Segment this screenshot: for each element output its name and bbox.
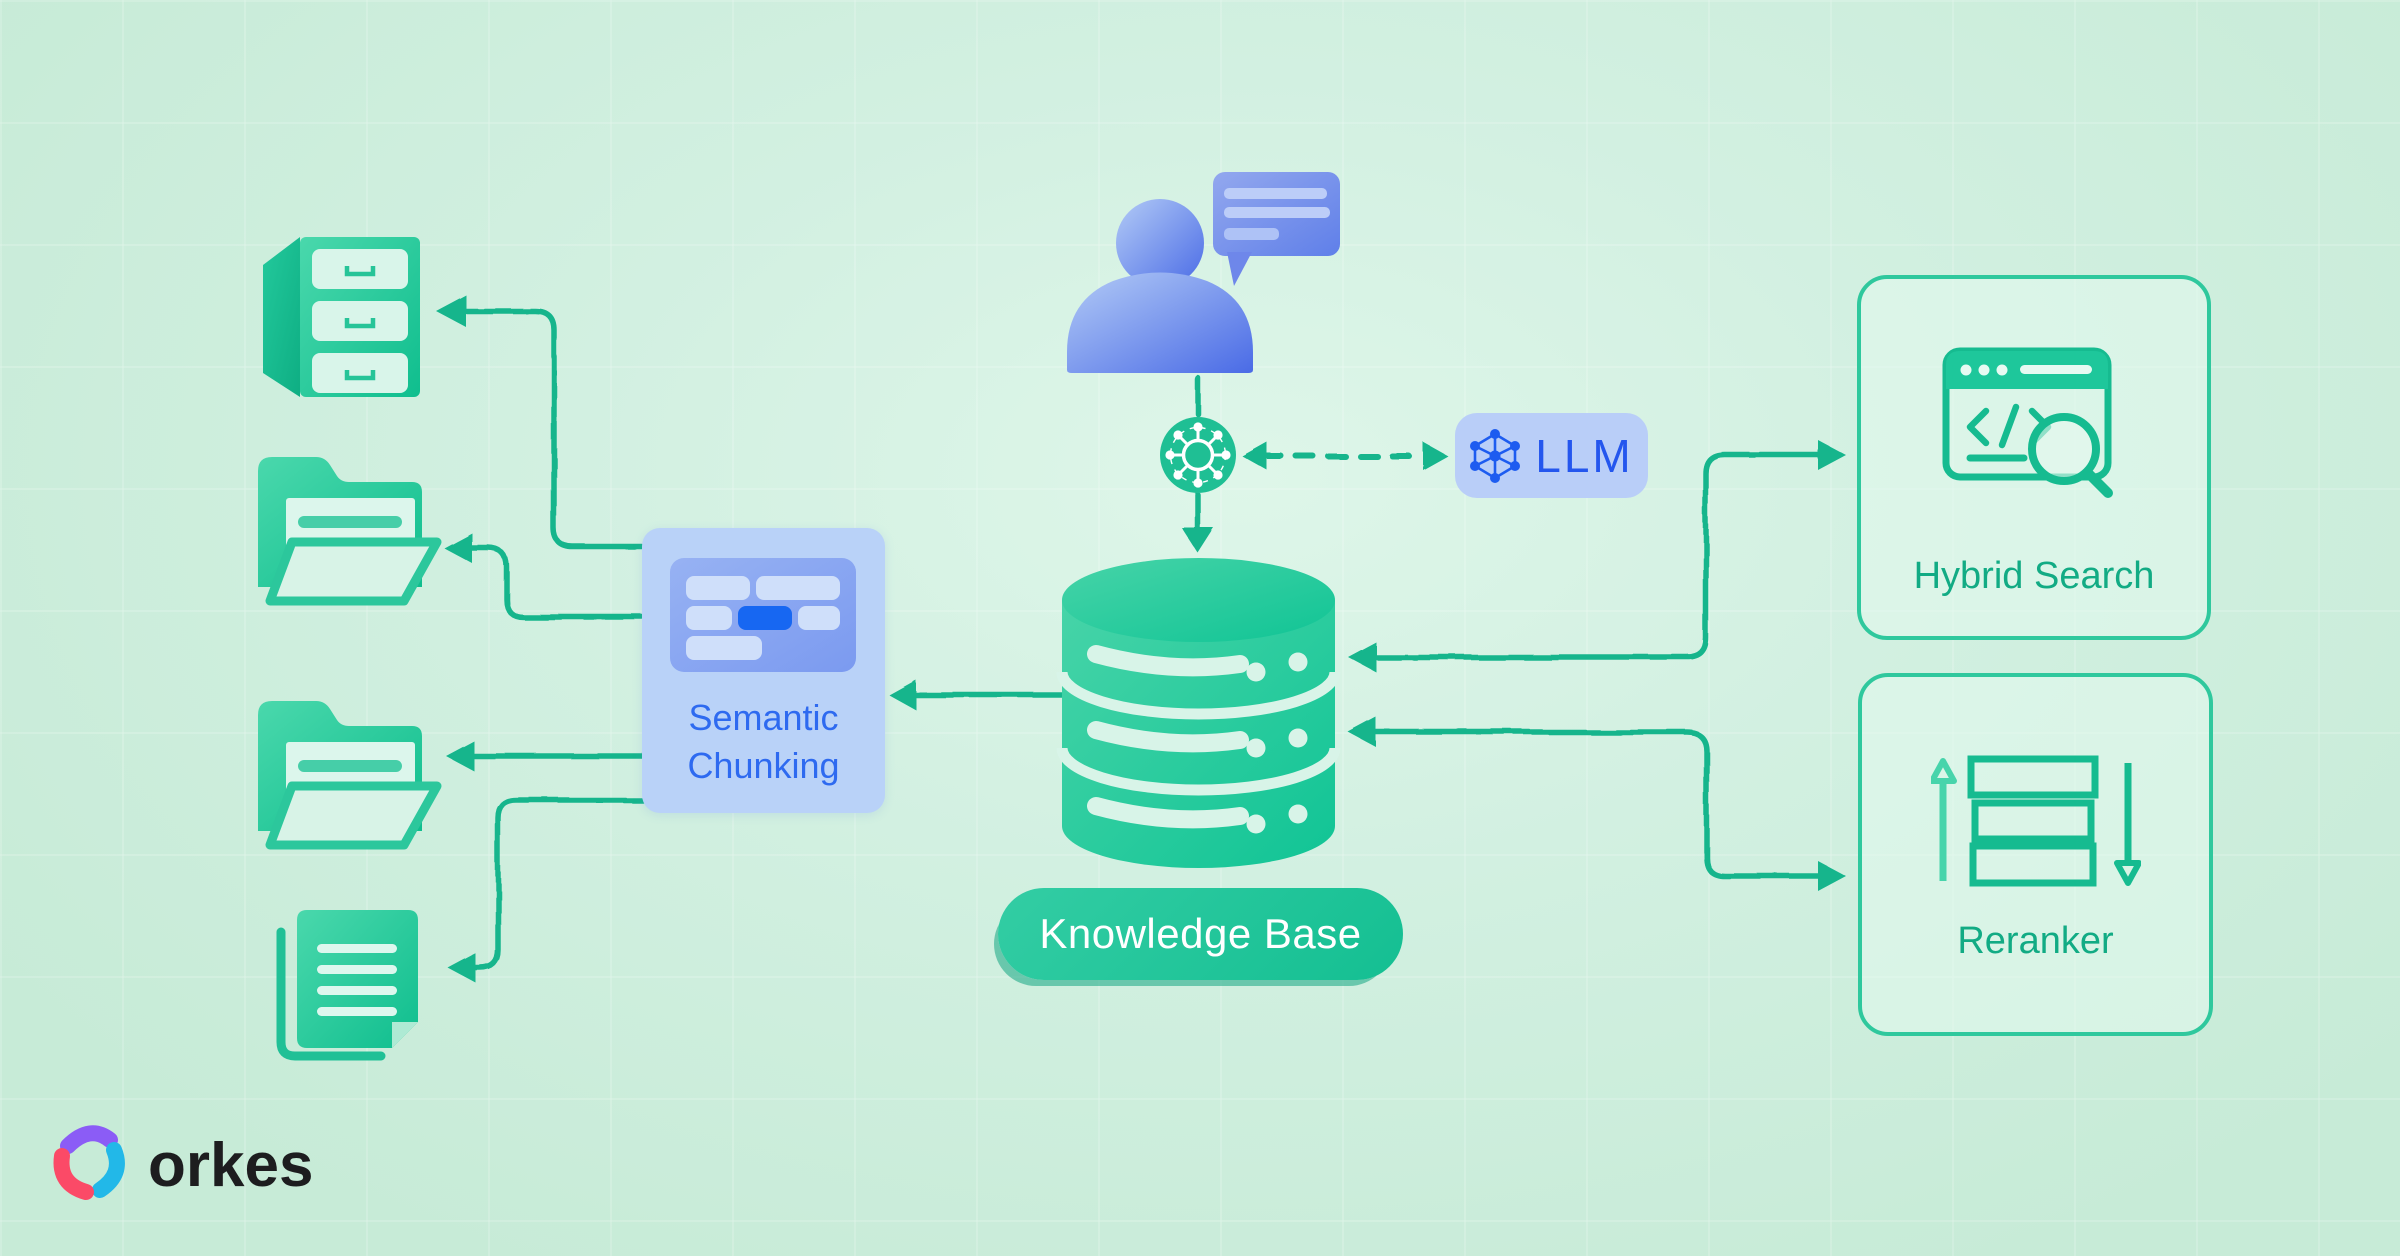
arrowhead xyxy=(444,533,472,563)
connector-arrows xyxy=(436,295,1846,983)
knowledge-base-label: Knowledge Base xyxy=(1039,910,1362,957)
brand-footer: orkes xyxy=(48,1120,313,1204)
arrowhead xyxy=(1182,528,1214,553)
arrowhead xyxy=(1423,442,1448,470)
open-folder-icon xyxy=(258,457,442,606)
document-stack-icon xyxy=(276,910,418,1061)
reranker-node: Reranker xyxy=(1858,673,2213,1036)
semantic-chunking-node: Semantic Chunking xyxy=(642,528,885,813)
reranker-label: Reranker xyxy=(1957,920,2114,962)
user-avatar-icon xyxy=(1067,199,1253,373)
file-cabinet-icon xyxy=(263,237,420,397)
arrow-chunking-to-cabinet xyxy=(463,308,645,550)
arrowhead xyxy=(446,741,474,771)
semantic-chunking-label: Semantic Chunking xyxy=(687,697,840,786)
arrowhead xyxy=(1348,642,1376,672)
orkes-logo xyxy=(53,1125,125,1200)
code-search-browser-icon xyxy=(1942,345,2126,507)
neural-network-icon xyxy=(1470,428,1521,483)
hybrid-search-label: Hybrid Search xyxy=(1913,555,2155,597)
arrowhead xyxy=(889,680,916,710)
arrowhead xyxy=(1242,442,1267,470)
open-folder-icon xyxy=(258,701,442,850)
chat-bubble-icon xyxy=(1213,172,1340,286)
arrow-kb-hybrid-search xyxy=(1369,452,1821,660)
arrowhead xyxy=(1348,717,1376,747)
arrowhead xyxy=(448,953,476,983)
chunked-blocks-icon xyxy=(670,558,856,672)
arrowhead xyxy=(1818,440,1846,470)
arrow-chunking-to-folder-top xyxy=(469,545,645,620)
orchestration-hub-icon xyxy=(1160,417,1236,493)
arrowhead xyxy=(1818,861,1846,891)
knowledge-base-badge: Knowledge Base xyxy=(998,888,1403,980)
brand-name: orkes xyxy=(148,1130,314,1200)
database-icon xyxy=(1056,558,1341,869)
arrow-chunking-to-documents xyxy=(473,797,645,971)
hybrid-search-node: Hybrid Search xyxy=(1857,275,2211,640)
reorder-list-icon xyxy=(1930,755,2141,890)
llm-node: LLM xyxy=(1455,413,1648,498)
llm-label: LLM xyxy=(1535,429,1634,482)
arrowhead xyxy=(436,295,466,327)
arrow-kb-reranker xyxy=(1369,729,1821,879)
